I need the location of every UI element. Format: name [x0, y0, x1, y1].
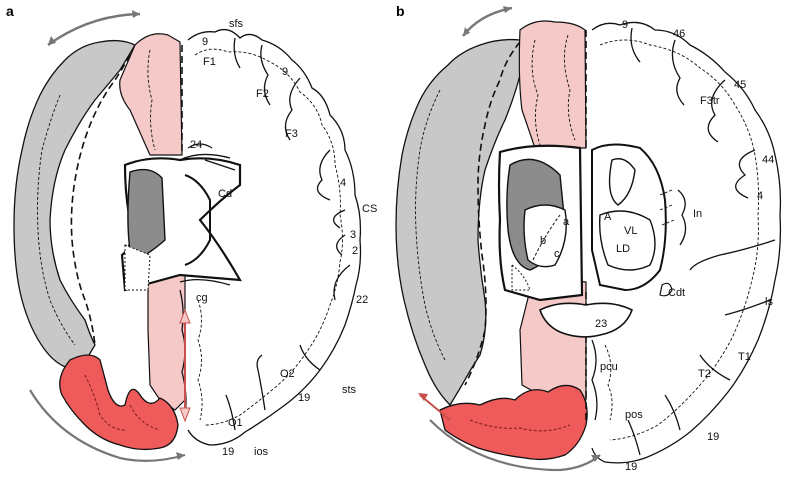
- label-2: 2: [352, 245, 358, 257]
- panel-a-red-region: [59, 354, 179, 451]
- label-ls: ls: [765, 296, 773, 308]
- label-O1: O1: [228, 417, 243, 429]
- panel-b-dotted-region: [511, 263, 531, 291]
- label-24: 24: [190, 139, 202, 151]
- label-In: In: [693, 208, 702, 220]
- label-A: A: [604, 211, 612, 223]
- label-44: 44: [762, 154, 774, 166]
- panel-b-red-region: [439, 384, 588, 461]
- panel-b-red-arrow: [418, 393, 451, 421]
- panel-b-pink-posterior: [519, 280, 587, 406]
- panel-b: b: [395, 3, 782, 473]
- label-T1: T1: [738, 351, 751, 363]
- panel-a-gray-region: [13, 39, 136, 371]
- label-pos: pos: [625, 409, 643, 421]
- label-T2: T2: [698, 368, 711, 380]
- label-46: 46: [673, 28, 685, 40]
- panel-b-right-hemisphere-outline: [591, 21, 782, 464]
- label-9-top: 9: [202, 36, 208, 48]
- label-ios: ios: [254, 446, 269, 458]
- label-9-right: 9: [282, 66, 288, 78]
- panel-a-right-hemisphere-outline: [187, 28, 362, 446]
- label-F3: F3: [285, 128, 298, 140]
- label-pcu: pcu: [600, 361, 618, 373]
- label-Cdt: Cdt: [668, 287, 685, 299]
- panel-a-bottom-arrow: [29, 389, 186, 462]
- panel-a-pink-frontal: [119, 33, 183, 156]
- label-b-4: 4: [757, 190, 763, 202]
- label-b-19-right: 19: [707, 431, 719, 443]
- label-3: 3: [350, 229, 356, 241]
- label-CS: CS: [362, 203, 377, 215]
- label-LD: LD: [616, 243, 630, 255]
- label-45: 45: [734, 79, 746, 91]
- panel-a: a: [6, 3, 377, 462]
- label-F3tr: F3tr: [700, 95, 720, 107]
- label-b-19-bottom: 19: [625, 461, 637, 473]
- label-b: b: [540, 235, 546, 247]
- label-4: 4: [340, 177, 346, 189]
- panel-b-pink-frontal: [518, 20, 587, 149]
- label-F2: F2: [256, 88, 269, 100]
- panel-b-bottom-arrow: [429, 419, 601, 472]
- panel-b-letter: b: [396, 3, 405, 19]
- label-sts: sts: [342, 384, 357, 396]
- panel-b-top-arrow: [462, 6, 513, 37]
- label-a: a: [563, 216, 570, 228]
- panel-a-letter: a: [6, 3, 14, 19]
- label-F1: F1: [203, 56, 216, 68]
- label-19-bottom: 19: [222, 446, 234, 458]
- label-19-right: 19: [298, 392, 310, 404]
- label-b-9-top: 9: [622, 19, 628, 31]
- label-Cd: Cd: [218, 188, 232, 200]
- label-c: c: [554, 248, 560, 260]
- label-23: 23: [595, 318, 607, 330]
- panel-a-dotted-region: [124, 244, 151, 291]
- panel-a-vertical-arrow: [179, 308, 191, 423]
- label-O2: O2: [280, 368, 295, 380]
- panel-a-pink-posterior: [147, 269, 186, 411]
- label-22: 22: [356, 294, 368, 306]
- label-VL: VL: [624, 225, 637, 237]
- panel-a-top-arrow: [47, 10, 141, 47]
- label-sfs: sfs: [229, 18, 244, 30]
- label-cg: cg: [196, 292, 208, 304]
